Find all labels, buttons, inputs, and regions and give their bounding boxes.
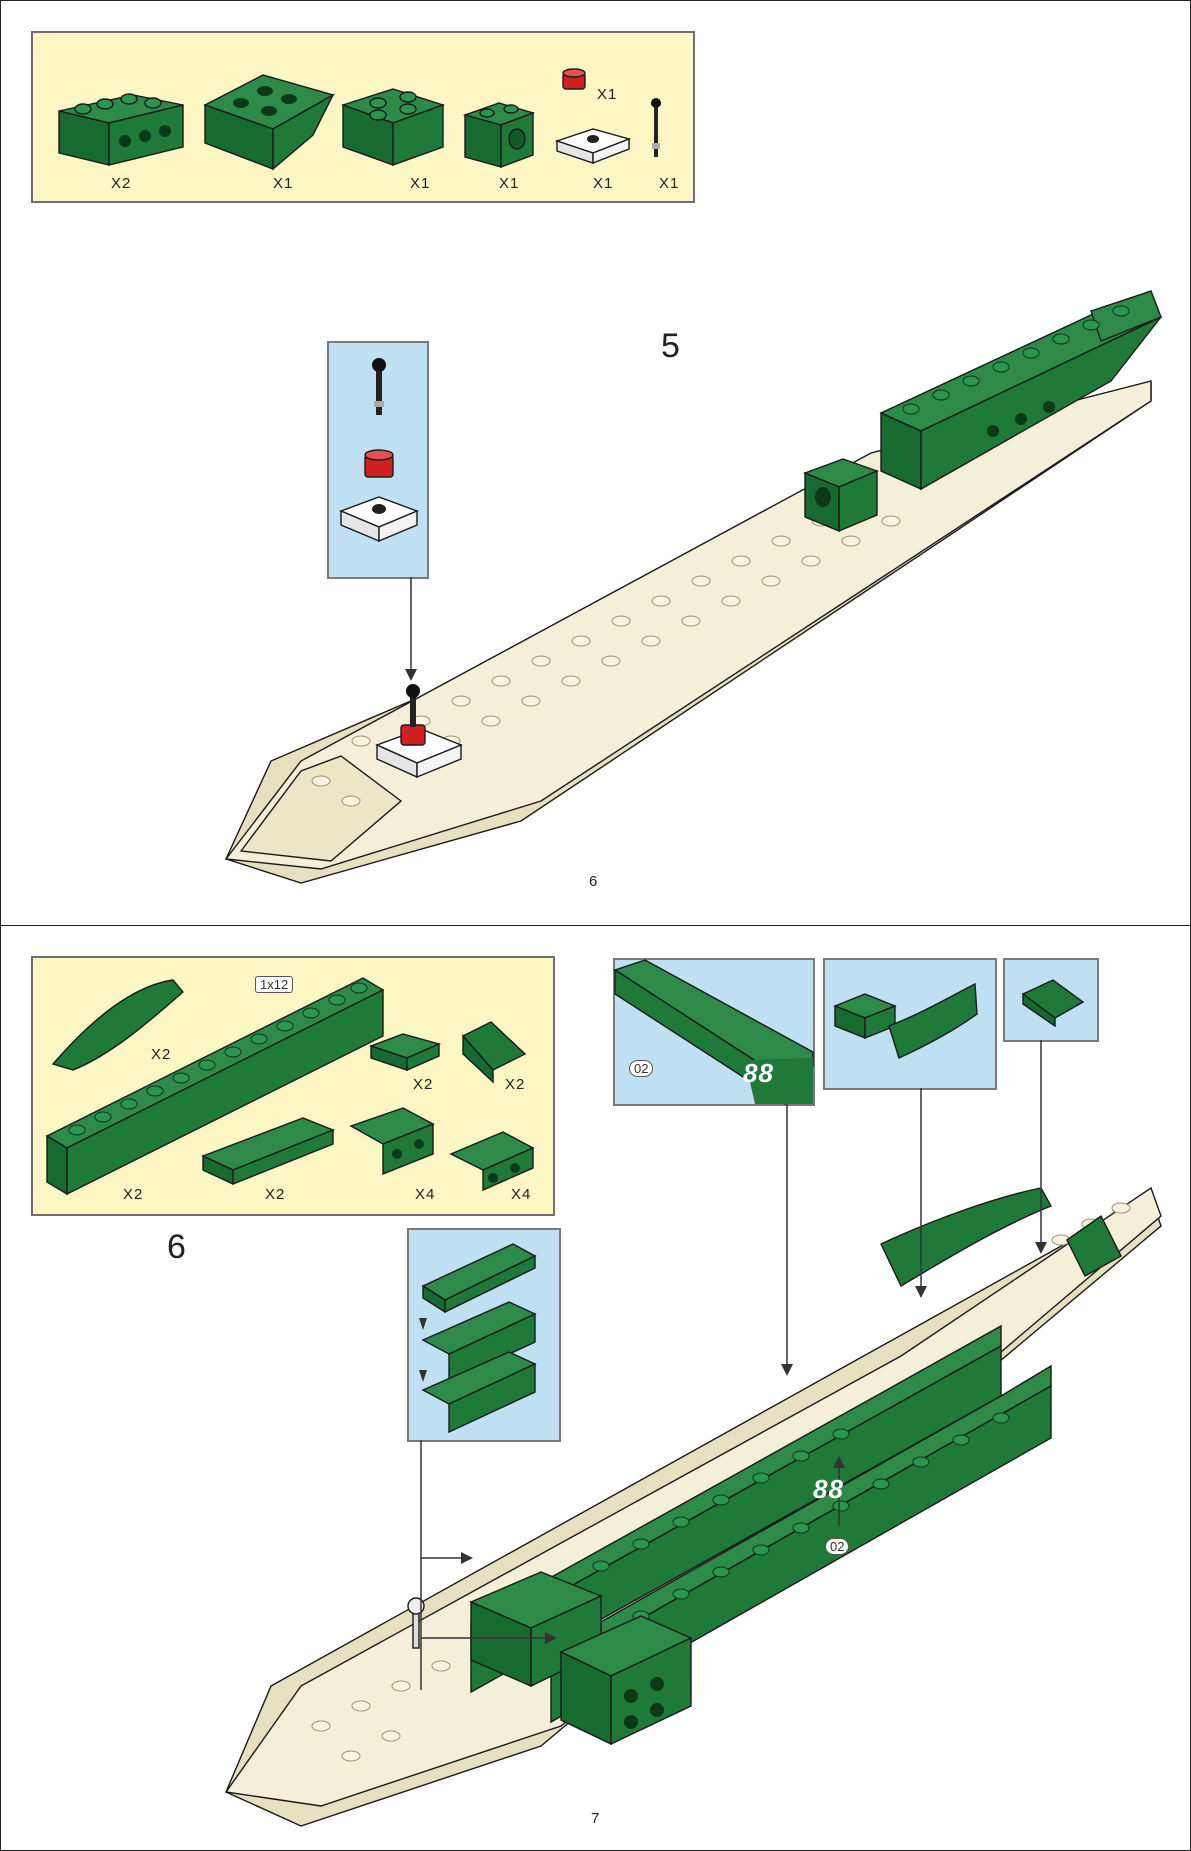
green-technic-brick-on-deck (805, 459, 877, 531)
page-number: 6 (589, 873, 597, 890)
ship-hull-step-5 (1, 1, 1191, 926)
ship-hull-step-6 (1, 926, 1191, 1850)
page-number: 7 (591, 1810, 599, 1827)
sticker-label-on-model: 02 (825, 1538, 849, 1555)
hull-number-on-model: 88 (813, 1474, 844, 1505)
instruction-page-6: X2 X1 X1 X1 X1 X1 X1 5 (0, 0, 1191, 927)
instruction-page-7: 1x12 X2 X2 X2 X2 X2 X4 X4 6 88 02 (0, 925, 1191, 1851)
